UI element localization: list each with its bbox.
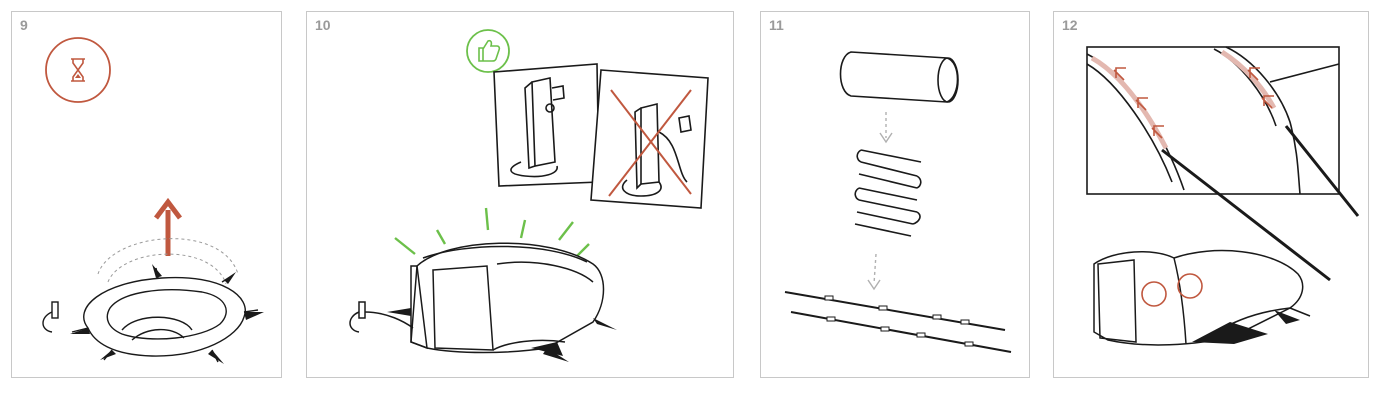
down-arrow-icon bbox=[867, 279, 881, 291]
tent-spikes bbox=[70, 264, 264, 364]
up-arrow-icon bbox=[154, 197, 182, 256]
hourglass-icon bbox=[45, 37, 111, 103]
deflating-tent-drawing bbox=[42, 267, 259, 363]
assembled-poles-drawing bbox=[784, 291, 1012, 353]
down-arrow-icon bbox=[879, 132, 893, 144]
approve-rays bbox=[394, 207, 590, 257]
pole-bag-drawing bbox=[839, 51, 959, 103]
highlight-circles bbox=[1141, 273, 1203, 307]
inflated-tent-drawing bbox=[349, 242, 605, 354]
step-11-panel: 11 bbox=[760, 11, 1030, 378]
step-number: 11 bbox=[769, 17, 784, 33]
step-12-panel: 12 bbox=[1053, 11, 1369, 378]
tent-side-drawing bbox=[1093, 249, 1311, 346]
step-10-panel: 10 bbox=[306, 11, 734, 378]
step-9-panel: 9 bbox=[11, 11, 282, 378]
step-number: 10 bbox=[315, 17, 331, 33]
tent-spikes bbox=[387, 308, 617, 362]
correct-pump-card bbox=[493, 63, 600, 187]
step-number: 9 bbox=[20, 17, 28, 33]
folded-poles-drawing bbox=[854, 149, 922, 237]
inset-poles bbox=[1161, 125, 1360, 282]
push-arrows bbox=[1113, 67, 1274, 139]
tent-dark-floor bbox=[1192, 310, 1300, 344]
step-number: 12 bbox=[1062, 17, 1078, 33]
lift-dashed-arcs bbox=[97, 238, 239, 285]
down-arrow-icon bbox=[873, 253, 877, 285]
detail-inset bbox=[1086, 46, 1340, 195]
thumbs-up-icon bbox=[466, 29, 510, 73]
cross-out-icon bbox=[608, 89, 692, 197]
pole-joints bbox=[824, 295, 974, 347]
